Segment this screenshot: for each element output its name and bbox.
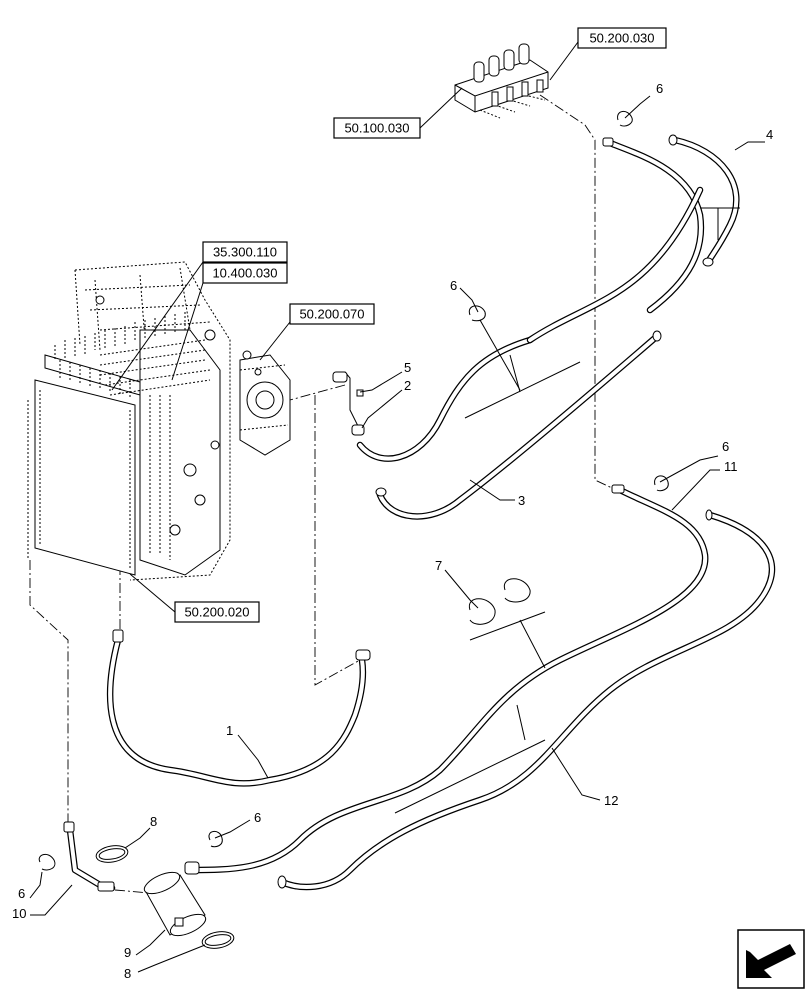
callout-4: 4 (766, 127, 773, 142)
callouts: 4 6 6 5 2 3 6 11 7 1 12 8 6 6 10 9 8 (12, 81, 773, 981)
callout-6: 6 (656, 81, 663, 96)
ref-50-200-030[interactable]: 50.200.030 (549, 27, 667, 81)
ref-50-200-070[interactable]: 50.200.070 (259, 303, 375, 361)
ref-50-200-020[interactable]: 50.200.020 (129, 573, 260, 623)
callout-3: 3 (518, 493, 525, 508)
callout-12: 12 (604, 793, 618, 808)
callout-9: 9 (124, 945, 131, 960)
ref-50-100-030[interactable]: 50.100.030 (333, 87, 463, 139)
compressor (239, 350, 291, 456)
phantom-lines (29, 94, 613, 894)
callout-11: 11 (724, 459, 738, 474)
callout-6: 6 (722, 439, 729, 454)
ref-label: 50.200.070 (299, 307, 364, 322)
callout-8: 8 (124, 966, 131, 981)
ref-label: 50.200.030 (589, 31, 654, 46)
ref-label: 10.400.030 (212, 266, 277, 281)
callout-10: 10 (12, 906, 26, 921)
callout-2: 2 (404, 378, 411, 393)
reference-boxes: 50.200.030 50.100.030 35.300.110 10.400.… (111, 27, 667, 623)
callout-8: 8 (150, 814, 157, 829)
cooler-assembly (27, 261, 231, 581)
ref-10-400-030[interactable]: 10.400.030 (171, 262, 288, 381)
ref-label: 50.200.020 (184, 605, 249, 620)
callout-1: 1 (226, 723, 233, 738)
ref-label: 50.100.030 (344, 121, 409, 136)
group-brackets (394, 207, 740, 814)
callout-6: 6 (18, 886, 25, 901)
callout-5: 5 (404, 360, 411, 375)
clamps (38, 111, 669, 949)
callout-6: 6 (254, 810, 261, 825)
arrow-back-icon[interactable] (737, 929, 805, 989)
valve-block (454, 43, 549, 119)
callout-7: 7 (435, 558, 442, 573)
callout-6: 6 (450, 278, 457, 293)
ref-label: 35.300.110 (213, 245, 277, 260)
hoses (63, 134, 776, 892)
ref-35-300-110[interactable]: 35.300.110 (111, 241, 288, 391)
receiver-drier (143, 871, 207, 937)
